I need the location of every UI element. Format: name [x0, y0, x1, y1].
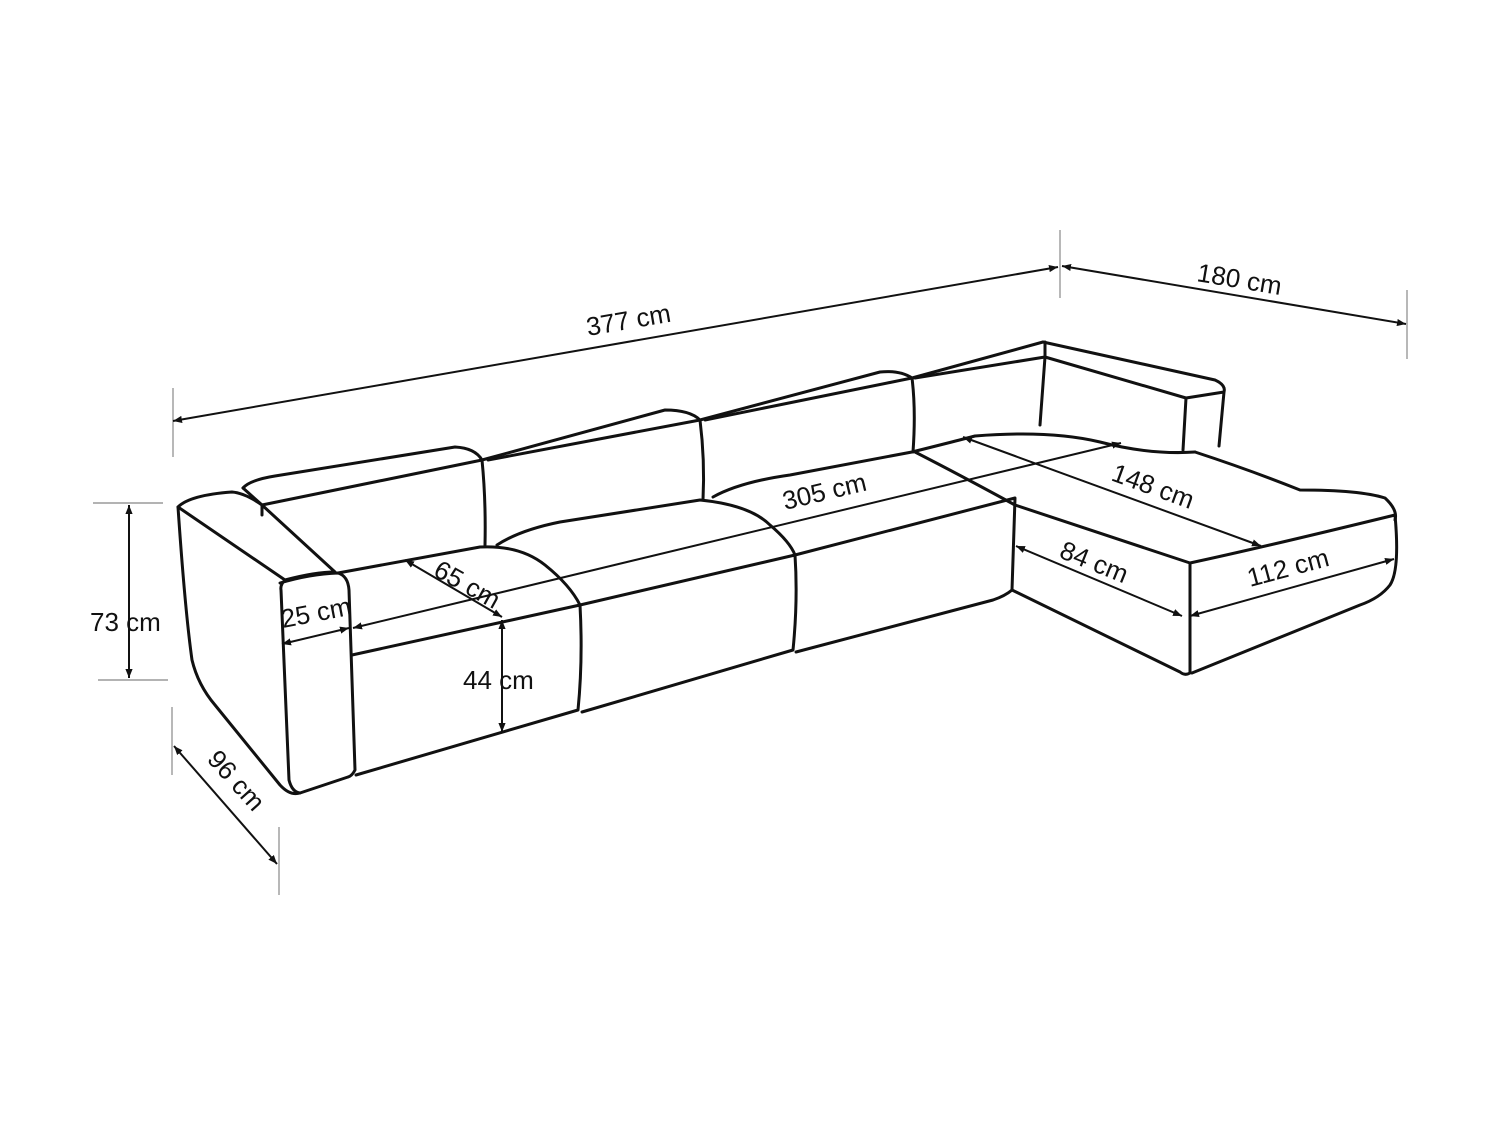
label-chaise-width: 112 cm [1244, 542, 1332, 593]
seat-cushion-2-front [578, 553, 798, 714]
chaise-top [1193, 450, 1397, 522]
left-armrest-outer [176, 490, 337, 582]
chaise-side [1010, 561, 1192, 676]
dimension-depth [173, 745, 278, 865]
dimension-chaise-depth [1061, 263, 1407, 327]
back-cushion-divider-3 [910, 376, 916, 454]
seat-cushion-2-top [495, 498, 797, 557]
label-seat-depth: 65 cm [429, 554, 505, 615]
dimension-labels: 377 cm 180 cm 73 cm 96 cm 25 cm 65 cm 44… [90, 257, 1332, 816]
back-cushion-divider-1 [480, 458, 487, 547]
label-chaise-side: 84 cm [1056, 535, 1133, 589]
sofa-drawing [176, 340, 1399, 796]
label-seat-height: 44 cm [463, 665, 534, 695]
backrest-front-edge [260, 355, 1047, 507]
dimension-chaise-width [1189, 557, 1395, 618]
chaise-front [1188, 513, 1399, 675]
dimension-total-width [172, 264, 1059, 424]
label-depth: 96 cm [202, 744, 272, 817]
corner-back-edge-left [1038, 340, 1047, 427]
backrest-top-edge [241, 340, 1045, 490]
corner-back-top [1041, 340, 1226, 400]
corner-back-front [1043, 355, 1188, 400]
dimension-chaise-seat-length [962, 436, 1262, 547]
left-armrest-side [176, 505, 302, 796]
label-height: 73 cm [90, 607, 161, 637]
label-armrest-width: 25 cm [278, 591, 353, 634]
back-cushion-divider-2 [698, 418, 706, 502]
seat-cushion-3-side [913, 450, 1017, 507]
dimension-chaise-side [1015, 545, 1183, 617]
corner-back-edge-right [1181, 390, 1226, 452]
label-chaise-depth: 180 cm [1195, 257, 1284, 301]
seat-cushion-3-front [793, 496, 1017, 654]
dimension-armrest-width [281, 626, 350, 646]
dimension-lines [93, 230, 1408, 895]
